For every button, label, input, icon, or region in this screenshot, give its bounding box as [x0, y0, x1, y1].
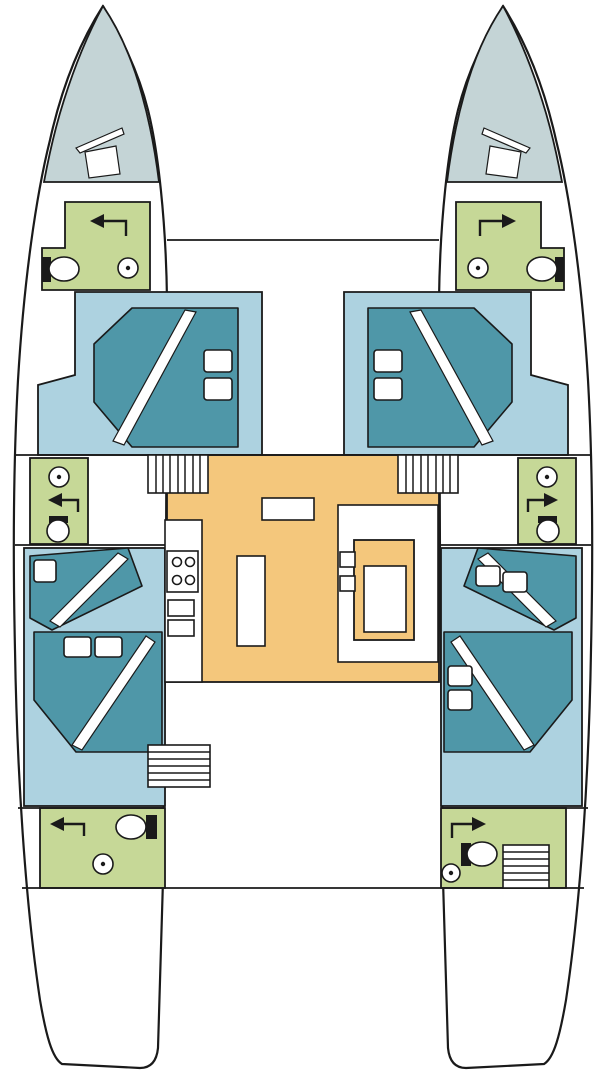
stairs-treads-icon [503, 851, 549, 881]
port-mid-bathroom [29, 457, 89, 545]
starboard-forward-pillow-icon [373, 349, 403, 373]
dinette-stool [339, 575, 356, 592]
galley-sink-icon [167, 599, 195, 617]
starboard-bow-wedge-icon [481, 127, 531, 154]
starboard-mid-toilet-icon [536, 519, 560, 543]
port-aft-stairs [147, 744, 211, 788]
starboard-bow-hatch-icon [485, 145, 522, 179]
port-aft-pillow-icon [94, 636, 123, 658]
port-aft-toilet-tank-icon [146, 815, 157, 839]
port-mid-pillow-icon [33, 559, 57, 583]
salon-entry-step [261, 497, 315, 521]
port-aft-bathroom [39, 807, 166, 889]
salon [164, 454, 440, 683]
starboard-forward-stairs [397, 454, 459, 494]
dinette-stool [339, 551, 356, 568]
starboard-aft-door-arrowhead-icon [472, 817, 486, 831]
port-aft-door-arrow-icon [64, 822, 86, 836]
bulkhead-lines [14, 239, 592, 889]
starboard-aft-blanket-fold-icon [450, 635, 535, 751]
starboard-aft-cabins [440, 547, 583, 807]
starboard-forward-door-arrowhead-icon [502, 214, 516, 228]
stove-burner-icon [171, 574, 183, 586]
stove-burner-icon [184, 574, 196, 586]
starboard-forward-blanket-fold-icon [409, 309, 494, 446]
port-forward-pillow-icon [203, 349, 233, 373]
port-aft-door-arrowhead-icon [50, 817, 64, 831]
port-forward-door-arrowhead-icon [90, 214, 104, 228]
port-mid-door-arrow-icon [62, 498, 80, 512]
galley-sink-icon [167, 619, 195, 637]
starboard-forward-door-arrow-icon [478, 219, 502, 236]
port-bow-hatch-icon [84, 145, 121, 179]
starboard-aft-stairs [502, 844, 550, 889]
port-forward-pillow-icon [203, 377, 233, 401]
stairs-treads-icon [148, 751, 210, 781]
stove-burner-icon [171, 556, 183, 568]
starboard-forward-cabin [343, 291, 569, 456]
port-mid-sink-drain-icon [56, 474, 62, 480]
salon-island [236, 555, 266, 647]
starboard-mid-door-arrow-icon [526, 498, 544, 512]
starboard-forward-sink-drain-icon [475, 265, 481, 271]
port-forward-blanket-fold-icon [112, 309, 197, 446]
port-forward-sink-drain-icon [125, 265, 131, 271]
port-mid-toilet-icon [46, 519, 70, 543]
starboard-forward-toilet-icon [526, 256, 558, 282]
starboard-aft-sink-drain-icon [448, 870, 454, 876]
port-forward-bathroom [41, 201, 151, 291]
port-aft-pillow-icon [63, 636, 92, 658]
starboard-aft-toilet-icon [466, 841, 498, 867]
stairs-treads-icon [155, 455, 201, 493]
starboard-mid-door-arrowhead-icon [544, 493, 558, 507]
port-bow-deck [42, 4, 161, 183]
dinette-table [363, 565, 407, 633]
starboard-mid-bathroom [517, 457, 577, 545]
starboard-mid-sink-drain-icon [544, 474, 550, 480]
port-aft-cabins [23, 547, 166, 807]
stairs-treads-icon [405, 455, 451, 493]
port-mid-blanket-fold-icon [49, 552, 129, 628]
stove-burner-icon [184, 556, 196, 568]
port-forward-cabin [37, 291, 263, 456]
port-aft-blanket-fold-icon [71, 635, 156, 751]
port-forward-stairs [147, 454, 209, 494]
starboard-bow-deck [445, 4, 564, 183]
starboard-aft-door-arrow-icon [450, 822, 472, 838]
port-aft-toilet-icon [115, 814, 147, 840]
starboard-aft-pillow-icon [447, 665, 473, 687]
starboard-forward-toilet-tank-icon [555, 257, 564, 282]
port-aft-sink-drain-icon [100, 861, 106, 867]
port-forward-toilet-tank-icon [42, 257, 51, 282]
starboard-aft-toilet-tank-icon [461, 843, 471, 866]
port-forward-toilet-icon [48, 256, 80, 282]
starboard-forward-bathroom [455, 201, 565, 291]
port-forward-door-arrow-icon [104, 219, 128, 236]
starboard-forward-pillow-icon [373, 377, 403, 401]
starboard-aft-pillow-icon [447, 689, 473, 711]
stove-icon [166, 550, 199, 593]
starboard-mid-pillow-icon [475, 565, 501, 587]
starboard-mid-pillow-icon [502, 571, 528, 593]
port-mid-door-arrowhead-icon [48, 493, 62, 507]
port-bow-wedge-icon [75, 127, 125, 154]
